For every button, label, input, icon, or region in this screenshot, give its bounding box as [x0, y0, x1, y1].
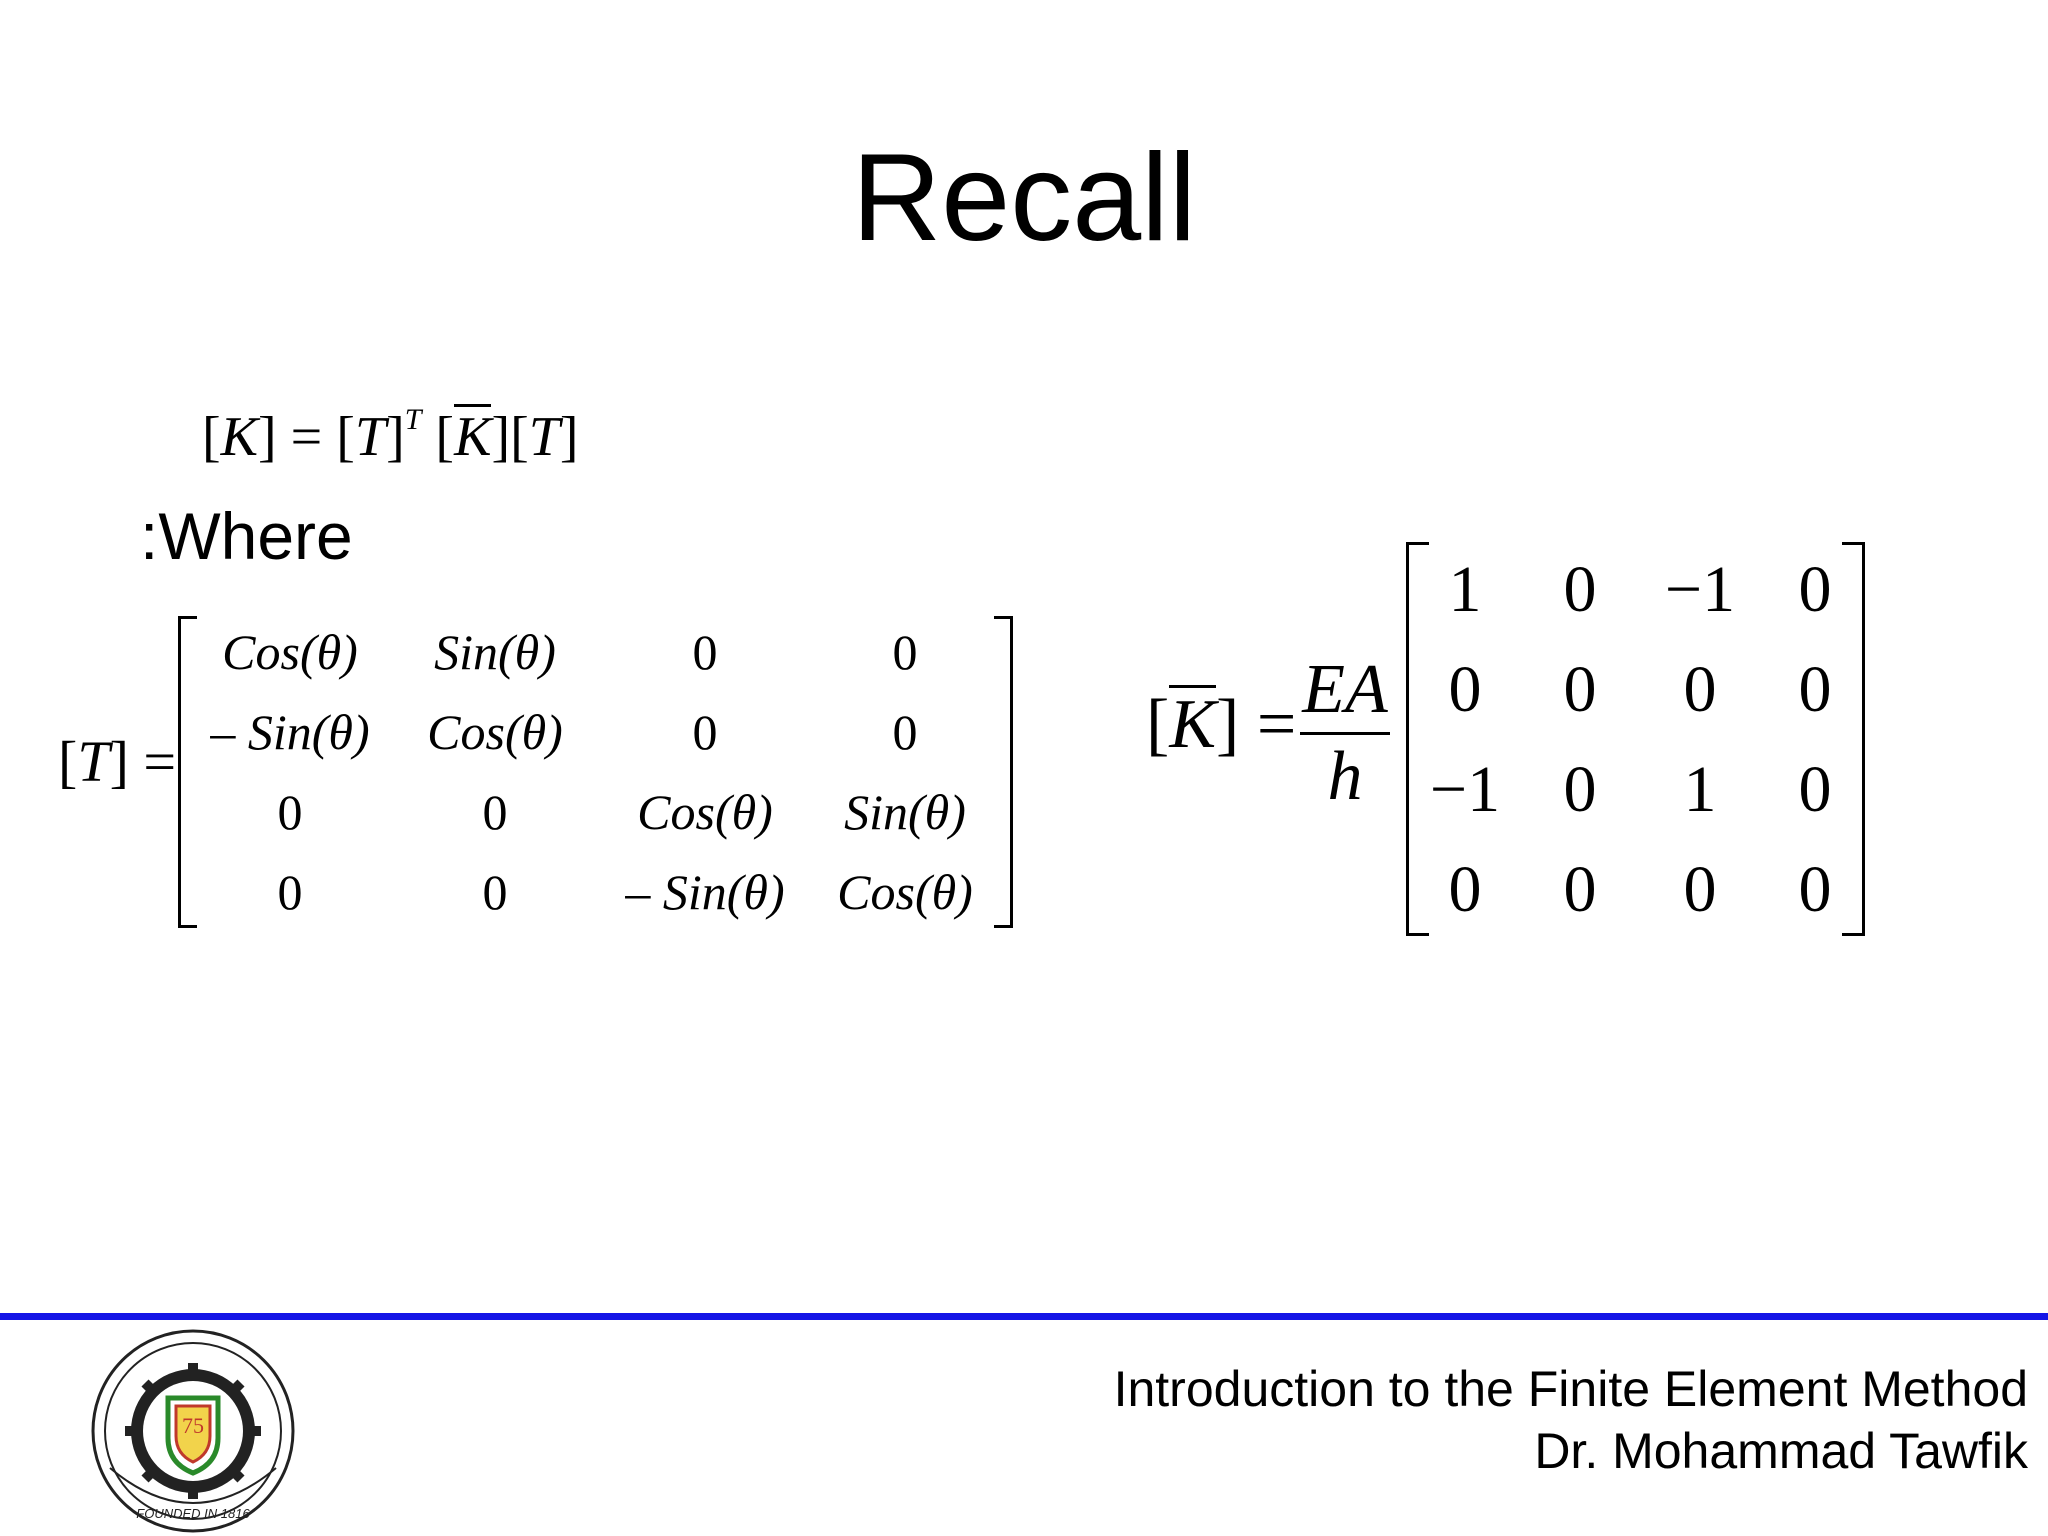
kbar-matrix-cell-r4c2: 0: [1563, 853, 1597, 926]
eq-equals: =: [290, 406, 323, 468]
t-matrix-lhs: [T] =: [58, 729, 177, 794]
t-matrix-cell-r2c4: 0: [892, 704, 918, 760]
t-matrix-right-bracket: [994, 616, 1013, 928]
t-matrix-cell-r3c1: 0: [277, 784, 303, 840]
kbar-matrix-cell-r2c1: 0: [1448, 653, 1482, 726]
kbar-matrix-cell-r4c4: 0: [1798, 853, 1832, 926]
kbar-matrix-cell-r1c1: 1: [1448, 553, 1482, 626]
eq-transpose: T: [404, 403, 422, 436]
t-matrix-cell-r3c2: 0: [482, 784, 508, 840]
eq-t: T: [354, 406, 387, 468]
kbar-matrix-cell-r1c2: 0: [1563, 553, 1597, 626]
kbar-matrix-right-bracket: [1842, 542, 1865, 936]
kbar-matrix-cell-r4c1: 0: [1448, 853, 1482, 926]
kbar-matrix-cell-r4c3: 0: [1683, 853, 1717, 926]
t-matrix-cell-r1c3: 0: [692, 624, 718, 680]
course-title: Introduction to the Finite Element Metho…: [1113, 1361, 2028, 1417]
kbar-matrix-cell-r3c2: 0: [1563, 753, 1597, 826]
t-matrix-cell-r2c2: Cos(θ): [427, 704, 563, 760]
fraction-numerator: EA: [1302, 651, 1388, 728]
t-matrix-cell-r4c4: Cos(θ): [837, 864, 973, 920]
ea-over-h-fraction: EA h: [1300, 650, 1390, 817]
author-name: Dr. Mohammad Tawfik: [1534, 1423, 2028, 1479]
university-seal-icon: 75 FOUNDED IN 1816: [91, 1329, 295, 1533]
svg-text:75: 75: [182, 1413, 204, 1438]
eq-kbar: K: [454, 404, 492, 468]
eq-t-2: T: [528, 406, 560, 468]
stiffness-transformation-equation: [K] = [T]T [K][T]: [202, 403, 579, 468]
t-matrix-cell-r4c1: 0: [277, 864, 303, 920]
t-matrix-cell-r4c3: – Sin(θ): [625, 864, 785, 920]
t-matrix-cell-r1c1: Cos(θ): [222, 624, 358, 680]
footer-text: Introduction to the Finite Element Metho…: [1114, 1358, 2028, 1482]
eq-k: K: [220, 406, 259, 468]
kbar-matrix-cell-r2c4: 0: [1798, 653, 1832, 726]
kbar-matrix-lhs: [K] =: [1146, 685, 1297, 763]
kbar-matrix-left-bracket: [1406, 542, 1429, 936]
t-matrix-cell-r3c4: Sin(θ): [844, 784, 966, 840]
t-matrix-cell-r3c3: Cos(θ): [637, 784, 773, 840]
t-matrix-left-bracket: [178, 616, 197, 928]
t-matrix-cell-r1c2: Sin(θ): [434, 624, 556, 680]
kbar-matrix-cell-r2c3: 0: [1683, 653, 1717, 726]
kbar-matrix-cell-r1c3: −1: [1664, 553, 1736, 626]
kbar-matrix-cell-r3c3: 1: [1683, 753, 1717, 826]
kbar-matrix: 1 0 −1 0 0 0 0 0 −1 0 1 0 0 0 0 0: [1410, 540, 1832, 930]
t-matrix-cell-r1c4: 0: [892, 624, 918, 680]
svg-text:FOUNDED IN 1816: FOUNDED IN 1816: [136, 1506, 250, 1521]
t-matrix-cell-r4c2: 0: [482, 864, 508, 920]
kbar-matrix-cell-r3c1: −1: [1429, 753, 1501, 826]
kbar-matrix-cell-r3c4: 0: [1798, 753, 1832, 826]
fraction-denominator: h: [1327, 738, 1363, 815]
kbar-matrix-cell-r1c4: 0: [1798, 553, 1832, 626]
t-matrix-cell-r2c3: 0: [692, 704, 718, 760]
slide-title: Recall: [851, 129, 1197, 267]
where-label: :Where: [140, 499, 353, 573]
footer-divider: [0, 1313, 2048, 1320]
kbar-matrix-cell-r2c2: 0: [1563, 653, 1597, 726]
t-matrix-cell-r2c1: – Sin(θ): [210, 704, 370, 760]
